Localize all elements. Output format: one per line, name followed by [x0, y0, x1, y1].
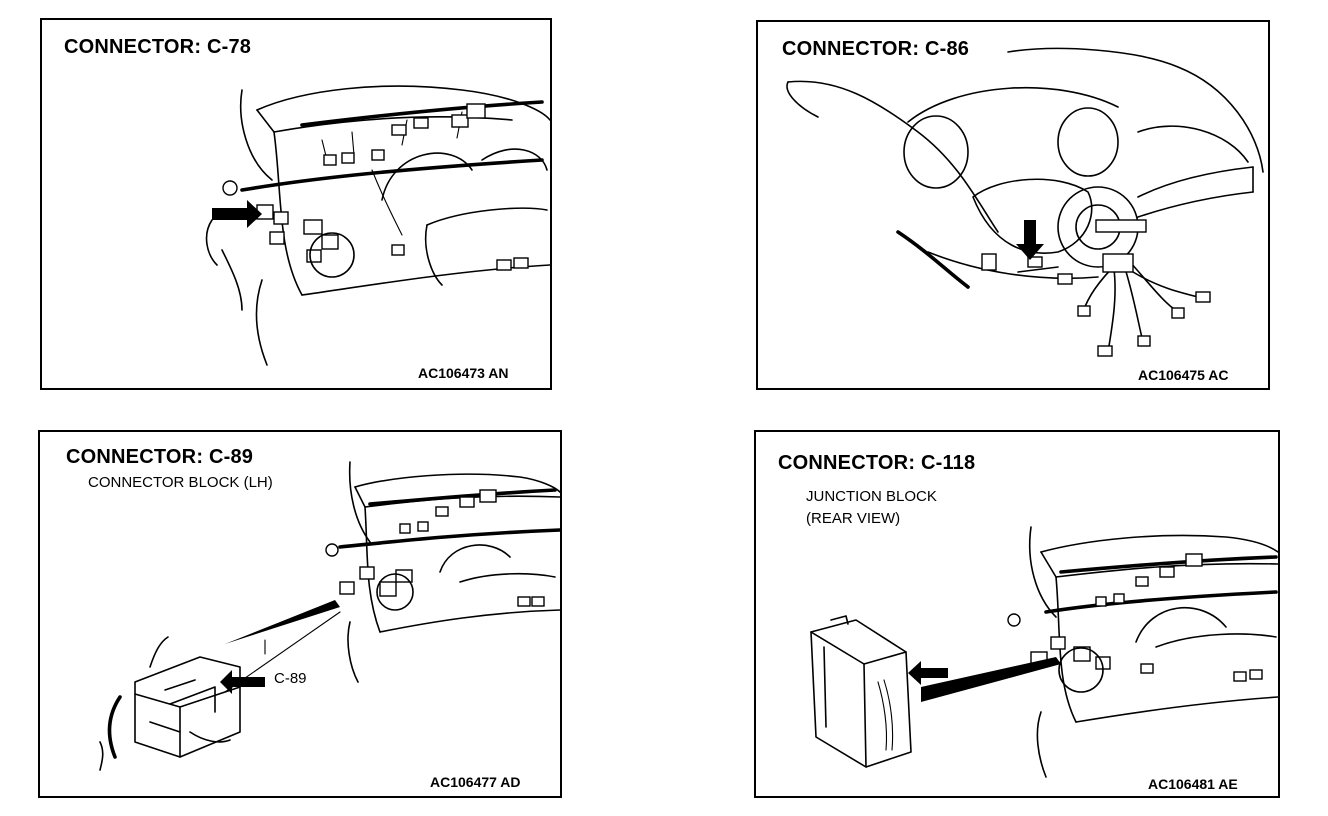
- connector-c118-panel: CONNECTOR: C-118 JUNCTION BLOCK (REAR VI…: [754, 430, 1280, 798]
- figure-code: AC106475 AC: [1138, 367, 1229, 383]
- connector-c89-panel: CONNECTOR: C-89 CONNECTOR BLOCK (LH): [38, 430, 562, 798]
- figure-code: AC106477 AD: [430, 774, 521, 790]
- panel-title: CONNECTOR: C-86: [782, 38, 970, 60]
- panel-subtitle: CONNECTOR BLOCK (LH): [88, 474, 273, 491]
- junction-block-illustration: [810, 526, 1278, 778]
- panel-title: CONNECTOR: C-118: [778, 452, 976, 474]
- connector-c78-panel: CONNECTOR: C-78: [40, 18, 552, 390]
- c89-callout-label: C-89: [274, 670, 307, 687]
- panel-subtitle-line1: JUNCTION BLOCK: [806, 488, 937, 505]
- figure-code: AC106481 AE: [1148, 776, 1238, 792]
- panel-title: CONNECTOR: C-89: [66, 446, 254, 468]
- figure-code: AC106473 AN: [418, 365, 509, 381]
- panel-title: CONNECTOR: C-78: [64, 36, 252, 58]
- connector-block-illustration: [99, 461, 560, 771]
- connector-c86-panel: CONNECTOR: C-86: [756, 20, 1270, 390]
- dashboard-illustration: [205, 85, 550, 366]
- steering-column-illustration: [786, 47, 1264, 357]
- panel-subtitle-line2: (REAR VIEW): [806, 510, 901, 527]
